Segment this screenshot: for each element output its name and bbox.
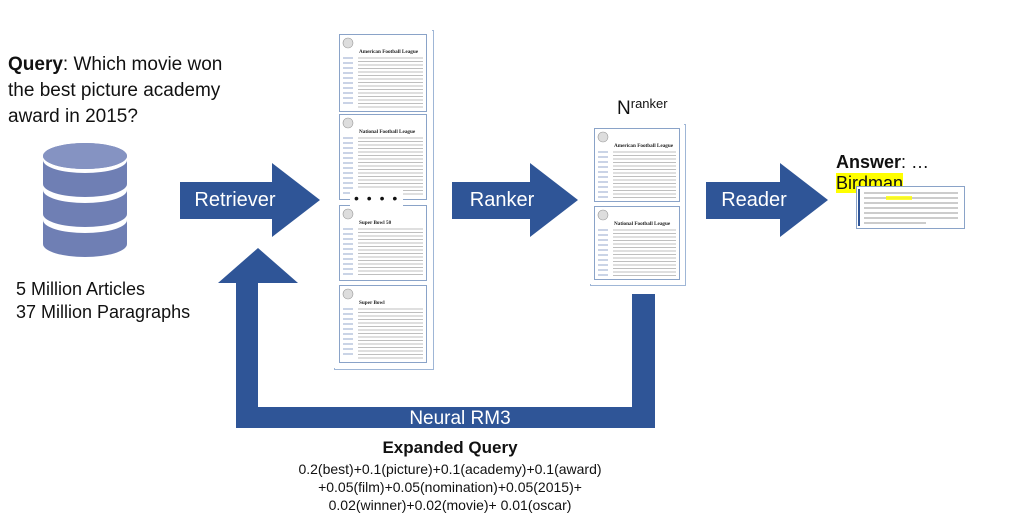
query-text: Query: Which movie won the best picture …: [8, 52, 238, 130]
wiki-globe-icon: [597, 209, 609, 221]
articles-count: 5 Million Articles: [16, 279, 146, 299]
wiki-globe-icon: [342, 288, 354, 300]
ranked-doc-2: National Football League: [594, 206, 680, 280]
query-label: Query: [8, 54, 63, 75]
doc-title: Super Bowl: [359, 300, 385, 306]
expanded-query-title: Expanded Query: [382, 438, 518, 457]
reader-arrow: [706, 163, 828, 237]
expanded-query-line-2: +0.05(film)+0.05(nomination)+0.05(2015)+: [318, 479, 582, 495]
n-ranker-label: Nranker: [617, 96, 668, 120]
wiki-globe-icon: [342, 117, 354, 129]
ellipsis: • • • •: [350, 190, 404, 206]
answer-text: Answer: …Birdman…: [836, 152, 1011, 194]
doc-title: Super Bowl 50: [359, 220, 392, 226]
retriever-label: Retriever: [194, 189, 276, 211]
neural-rm3-label: Neural RM3: [409, 408, 511, 429]
answer-prefix: : …: [901, 152, 930, 172]
query-question: : Which movie won the best picture acade…: [8, 54, 223, 127]
expanded-query-line-1: 0.2(best)+0.1(picture)+0.1(academy)+0.1(…: [298, 461, 602, 477]
retrieved-doc-2: National Football League: [339, 114, 427, 200]
retrieved-doc-1: American Football League: [339, 34, 427, 112]
retrieved-doc-3: Super Bowl 50: [339, 205, 427, 281]
retriever-arrow: [180, 163, 320, 237]
wiki-globe-icon: [597, 131, 609, 143]
feedback-loop-arrow: [218, 248, 655, 428]
doc-title: American Football League: [614, 143, 674, 149]
answer-label: Answer: [836, 152, 902, 172]
ranker-label: Ranker: [469, 189, 535, 211]
retrieved-doc-4: Super Bowl: [339, 285, 427, 363]
paragraphs-count: 37 Million Paragraphs: [16, 302, 191, 322]
wiki-globe-icon: [342, 208, 354, 220]
expanded-query-line-3: 0.02(winner)+0.02(movie)+ 0.01(oscar): [328, 497, 572, 513]
answer-paragraph-thumbnail: [856, 186, 965, 229]
wiki-globe-icon: [342, 37, 354, 49]
reader-label: Reader: [721, 189, 787, 211]
ranker-arrow: [452, 163, 578, 237]
doc-title: National Football League: [614, 221, 671, 227]
database-icon: [43, 143, 127, 257]
doc-title: National Football League: [359, 129, 416, 135]
expanded-query: Expanded Query 0.2(best)+0.1(picture)+0.…: [250, 436, 650, 514]
n-ranker-base: N: [617, 98, 631, 119]
n-ranker-sup: ranker: [630, 96, 668, 111]
doc-title: American Football League: [359, 49, 419, 55]
corpus-stats: 5 Million Articles 37 Million Paragraphs: [16, 278, 190, 324]
ranked-doc-1: American Football League: [594, 128, 680, 202]
